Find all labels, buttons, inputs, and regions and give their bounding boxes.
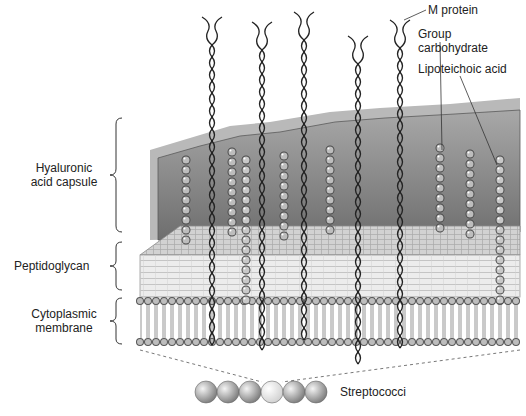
peptidoglycan-texture (140, 255, 520, 297)
part-label: M protein (428, 3, 523, 17)
lipid-heads-inner-fill (140, 339, 520, 345)
zoom-line (140, 350, 262, 382)
part-label: Lipoteichoic acid (418, 62, 524, 76)
lipoteichoic-acid-chain (245, 149, 247, 301)
bracket (110, 118, 122, 232)
m-protein-coil (348, 36, 368, 364)
part-label: Cytoplasmic membrane (24, 307, 104, 335)
group-carbohydrate-chain (283, 145, 285, 237)
part-label: Streptococci (340, 385, 430, 399)
m-protein-coil (294, 12, 314, 340)
leader-line (460, 76, 497, 165)
capsule-back (150, 98, 520, 240)
lipid-heads-outer (140, 297, 520, 305)
lipid-heads-inner (140, 338, 520, 346)
coccus (217, 381, 239, 403)
part-label: Peptidoglycan (14, 259, 109, 273)
part-label: Group carbohydrate (418, 27, 524, 55)
m-protein-coil (202, 17, 222, 345)
bracket (110, 298, 122, 344)
zoom-line (282, 350, 520, 382)
group-carbohydrate-chain (329, 139, 331, 231)
coccus (283, 381, 305, 403)
coccus-highlighted (261, 381, 283, 403)
group-carbohydrate-chain (439, 137, 441, 229)
group-carbohydrate-chain (469, 143, 471, 235)
m-protein-coil (390, 20, 410, 348)
coccus (305, 381, 327, 403)
leader-line (404, 10, 426, 20)
group-carbohydrate-chain (185, 149, 187, 241)
bracket (110, 242, 122, 290)
part-label: Hyaluronic acid capsule (24, 161, 104, 189)
lipoteichoic-acid-chain (499, 149, 501, 301)
lipid-tails (140, 304, 520, 338)
leader-line (440, 42, 442, 150)
lipid-heads-outer-fill (140, 298, 520, 304)
group-carbohydrate-chain (231, 141, 233, 233)
m-protein-coil (252, 22, 272, 350)
peptidoglycan-face (140, 255, 520, 297)
coccus (195, 381, 217, 403)
coccus (239, 381, 261, 403)
